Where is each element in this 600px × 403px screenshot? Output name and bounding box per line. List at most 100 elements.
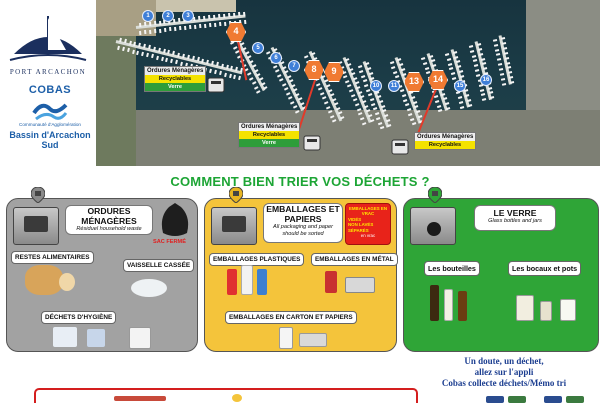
app-prompt-line: allez sur l'appli xyxy=(474,367,534,377)
moored-boat xyxy=(371,102,376,106)
notice-line: VIDÉS xyxy=(348,216,362,222)
moored-boat xyxy=(233,74,237,80)
moored-boat xyxy=(184,25,187,30)
moored-boat xyxy=(238,75,242,81)
berth-marker: 10 xyxy=(370,80,382,92)
moored-boat xyxy=(322,96,327,100)
wave-emblem-icon xyxy=(32,103,68,121)
broken-dish-icon xyxy=(131,279,167,297)
moored-boat xyxy=(358,90,363,95)
moored-boat xyxy=(198,16,201,21)
glass-bottle-icon xyxy=(444,289,453,321)
emballages-papiers-panel: EMBALLAGES ET PAPIERS All packaging and … xyxy=(204,187,398,352)
moored-boat xyxy=(251,64,256,68)
glass-bottle-icon xyxy=(458,291,467,321)
tag-recyclables: Recyclables xyxy=(239,131,299,139)
moored-boat xyxy=(131,49,135,54)
moored-boat xyxy=(194,24,197,29)
moored-boat xyxy=(458,70,463,74)
cobas-logo: COBAS Communauté d'Agglomération Bassin … xyxy=(4,84,96,168)
moored-boat xyxy=(347,62,352,67)
moored-boat xyxy=(454,55,459,59)
moored-boat xyxy=(189,25,192,30)
moored-boat xyxy=(199,24,202,29)
bin-pin-icon xyxy=(31,187,45,203)
moored-boat xyxy=(249,76,254,81)
moored-boat xyxy=(455,60,460,64)
verre-subtitle: Glass bottles and jars xyxy=(488,218,542,224)
collection-point-marker: 13 xyxy=(404,72,424,92)
moored-boat xyxy=(459,74,465,78)
harbor-aerial-map: 1 2 3 5 6 7 10 11 12 15 16 4 8 9 13 14 O… xyxy=(96,0,600,166)
ordures-container-icon xyxy=(13,207,59,245)
ordures-title: ORDURES MÉNAGÈRES xyxy=(81,206,137,226)
container-icon xyxy=(207,77,225,93)
moored-boat xyxy=(225,64,229,69)
moored-boat xyxy=(357,65,362,69)
notice-line: SÉPARÉS xyxy=(348,227,369,233)
app-store-badge-icon[interactable] xyxy=(544,396,562,403)
moored-boat xyxy=(501,77,506,81)
moored-boat xyxy=(214,22,217,27)
notice-line: en vrac xyxy=(360,233,376,239)
moored-boat xyxy=(354,102,359,107)
bin-pin-icon xyxy=(229,187,243,203)
moored-boat xyxy=(445,52,450,56)
moored-boat xyxy=(492,38,498,42)
moored-boat xyxy=(473,64,479,68)
moored-boat xyxy=(474,69,480,73)
moored-boat xyxy=(509,81,515,84)
cobas-name: COBAS xyxy=(28,84,72,96)
berth-marker: 11 xyxy=(388,80,400,92)
verre-title: LE VERRE xyxy=(493,208,537,218)
berth-marker: 7 xyxy=(288,60,300,72)
berth-marker: 1 xyxy=(142,10,154,22)
dechets-hygiene-label: DÉCHETS D'HYGIÈNE xyxy=(41,311,117,324)
moored-boat xyxy=(444,102,449,106)
play-store-badge-icon[interactable] xyxy=(508,396,526,403)
berth-marker: 5 xyxy=(252,42,264,54)
play-store-badge-icon[interactable] xyxy=(566,396,584,403)
moored-boat xyxy=(143,21,146,27)
moored-boat xyxy=(232,45,238,50)
container-strip-icon xyxy=(114,396,166,401)
moored-boat xyxy=(155,55,159,60)
le-verre-panel: LE VERRE Glass bottles and jars Les bout… xyxy=(403,187,599,352)
moored-boat xyxy=(324,101,329,105)
ordures-subtitle: Résiduel household waste xyxy=(76,226,142,232)
moored-boat xyxy=(285,91,291,96)
cobas-basin-name: Bassin d'Arcachon Sud xyxy=(9,130,91,150)
moored-boat xyxy=(208,15,211,20)
verre-container-icon xyxy=(410,207,456,245)
moored-boat xyxy=(430,59,435,63)
moored-boat xyxy=(253,85,259,90)
moored-boat xyxy=(299,101,305,106)
plastic-bottle-icon xyxy=(257,269,267,295)
app-prompt: Un doute, un déchet, allez sur l'appli C… xyxy=(410,356,598,389)
moored-boat xyxy=(476,42,482,46)
moored-boat xyxy=(253,68,259,73)
moored-boat xyxy=(223,21,227,26)
moored-boat xyxy=(290,83,296,88)
metal-can-icon xyxy=(345,277,375,293)
emballages-metal-label: EMBALLAGES EN MÉTAL xyxy=(311,253,398,266)
moored-boat xyxy=(501,42,507,45)
moored-boat xyxy=(175,60,179,65)
tag-recyclables: Recyclables xyxy=(415,141,475,149)
moored-boat xyxy=(392,70,398,74)
moored-boat xyxy=(470,49,475,53)
moored-boat xyxy=(320,91,325,96)
collection-point-marker: 14 xyxy=(428,70,448,90)
moored-boat xyxy=(451,77,457,81)
moored-boat xyxy=(495,53,501,57)
moored-boat xyxy=(228,73,232,78)
moored-boat xyxy=(477,47,483,51)
app-store-badge-icon[interactable] xyxy=(486,396,504,403)
food-waste-icon xyxy=(25,265,63,295)
moored-boat xyxy=(421,57,426,61)
notice-line: EMBALLAGES EN VRAC xyxy=(348,206,388,217)
moored-boat xyxy=(318,87,323,91)
moored-boat xyxy=(457,96,462,100)
moored-boat xyxy=(366,88,371,92)
moored-boat xyxy=(196,57,200,62)
